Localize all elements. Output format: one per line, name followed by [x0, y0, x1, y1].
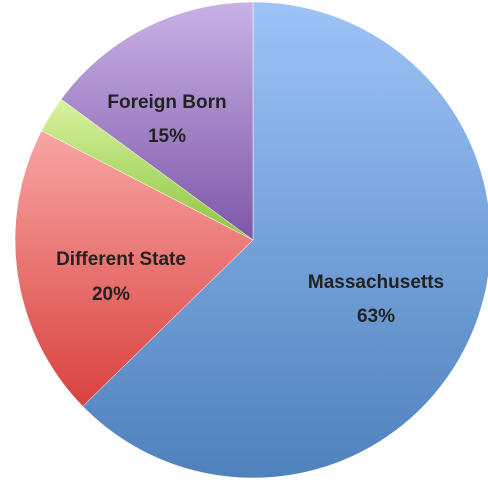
slice-value-different-state: 20% — [92, 284, 130, 305]
pie-slice-foreign-born — [60, 1, 254, 241]
slice-value-foreign-born: 15% — [148, 126, 186, 147]
pie-slice-massachusetts — [82, 1, 488, 479]
slice-label-massachusetts: Massachusetts — [308, 272, 444, 293]
pie-slice-different-state — [14, 130, 254, 407]
slice-label-foreign-born: Foreign Born — [107, 92, 226, 113]
slice-value-massachusetts: 63% — [357, 306, 395, 327]
pie-labels: Massachusetts 63% Different State 20% Fo… — [56, 92, 444, 327]
pie-slices — [14, 1, 488, 479]
slice-label-different-state: Different State — [56, 249, 186, 270]
